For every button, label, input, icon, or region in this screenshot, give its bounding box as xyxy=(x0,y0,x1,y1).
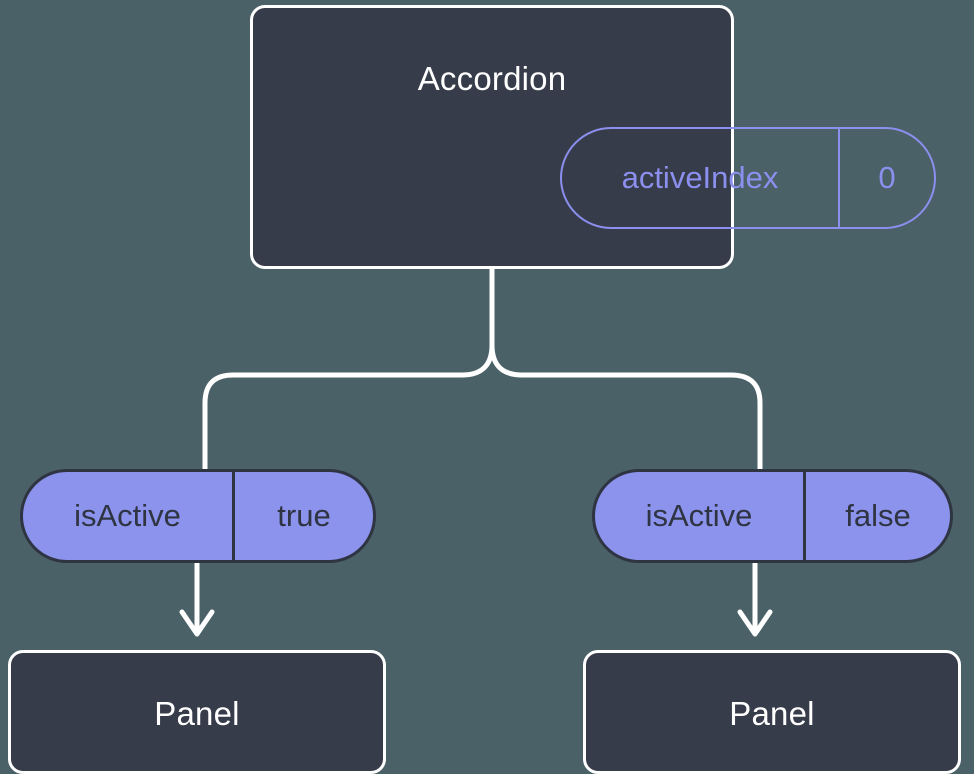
state-pill-is-active-false[interactable]: isActive false xyxy=(592,469,953,563)
state-pill-active-index[interactable]: activeIndex 0 xyxy=(560,127,936,229)
accordion-component-box[interactable]: Accordion activeIndex 0 xyxy=(250,5,936,269)
state-pill-is-active-true[interactable]: isActive true xyxy=(20,469,376,563)
panel-component-box-left[interactable]: Panel xyxy=(8,650,386,774)
arrow-head-right xyxy=(737,609,773,637)
state-value-active-index: 0 xyxy=(878,160,896,195)
state-key-active-index: activeIndex xyxy=(562,129,840,227)
panel-label-right: Panel xyxy=(729,695,815,732)
accordion-label: Accordion xyxy=(417,60,567,97)
panel-component-box-right[interactable]: Panel xyxy=(583,650,961,774)
arrow-head-left xyxy=(179,609,215,637)
state-key-is-active-right: isActive xyxy=(595,472,806,560)
state-value-is-active-left: true xyxy=(277,498,331,533)
fork-connector-right xyxy=(489,265,763,473)
state-key-is-active-left: isActive xyxy=(23,472,235,560)
state-value-is-active-right: false xyxy=(845,498,911,533)
panel-label-left: Panel xyxy=(154,695,240,732)
fork-connector xyxy=(202,265,495,473)
